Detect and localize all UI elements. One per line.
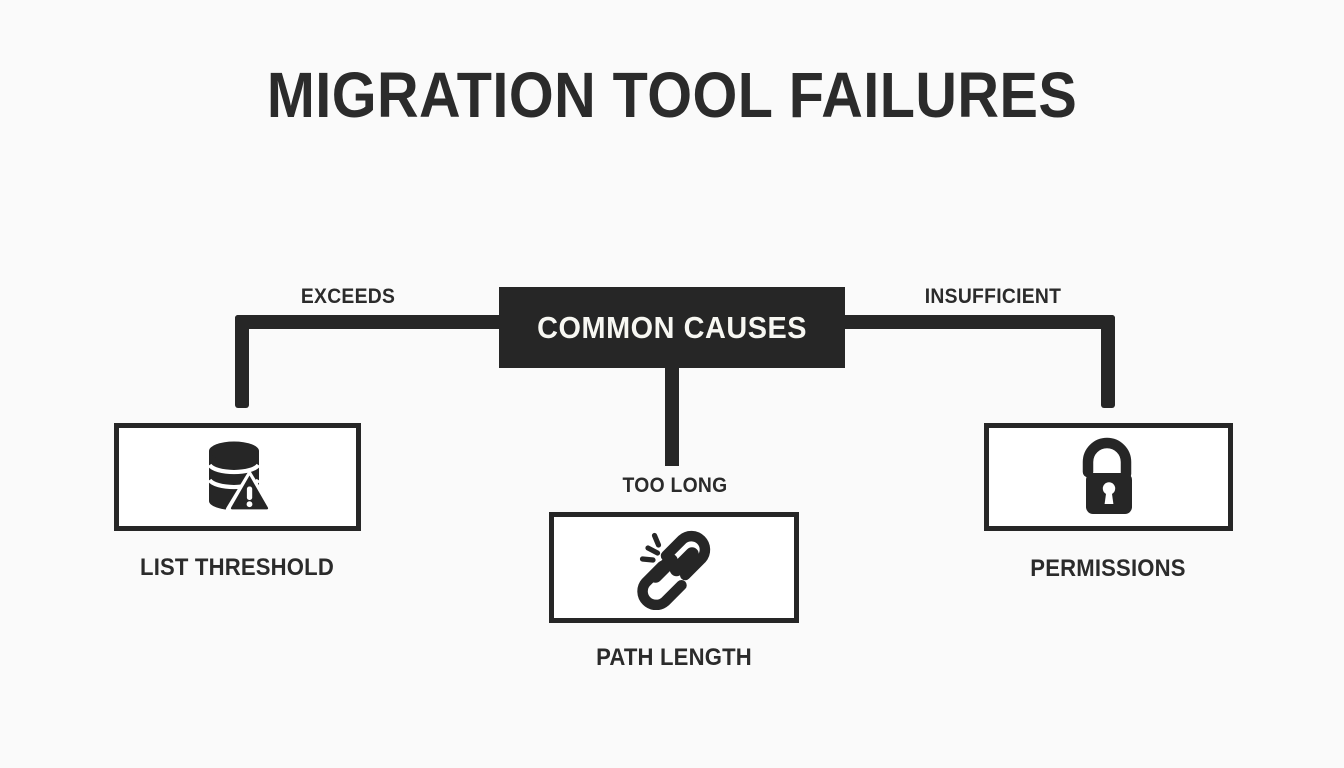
connector-hub-to-left — [235, 315, 507, 329]
connector-hub-to-center — [665, 365, 679, 466]
node-caption-list-threshold: LIST THRESHOLD — [140, 554, 334, 581]
node-caption-permissions: PERMISSIONS — [1030, 555, 1186, 582]
open-padlock-icon — [1075, 436, 1143, 518]
page-title: MIGRATION TOOL FAILURES — [266, 59, 1078, 131]
edge-label-exceeds: EXCEEDS — [300, 285, 396, 308]
node-list-threshold[interactable] — [114, 423, 361, 531]
node-caption-path-length: PATH LENGTH — [596, 644, 752, 671]
connector-right-vertical — [1101, 315, 1115, 408]
node-path-length[interactable] — [549, 512, 799, 623]
edge-label-insufficient: INSUFFICIENT — [924, 285, 1062, 308]
hub-node-common-causes[interactable]: COMMON CAUSES — [499, 287, 845, 368]
node-permissions[interactable] — [984, 423, 1233, 531]
connector-left-vertical — [235, 315, 249, 408]
database-warning-icon — [201, 439, 275, 515]
broken-chain-link-icon — [631, 526, 717, 610]
hub-node-label: COMMON CAUSES — [537, 309, 807, 345]
edge-label-too-long: TOO LONG — [622, 474, 728, 497]
connector-hub-to-right — [838, 315, 1115, 329]
